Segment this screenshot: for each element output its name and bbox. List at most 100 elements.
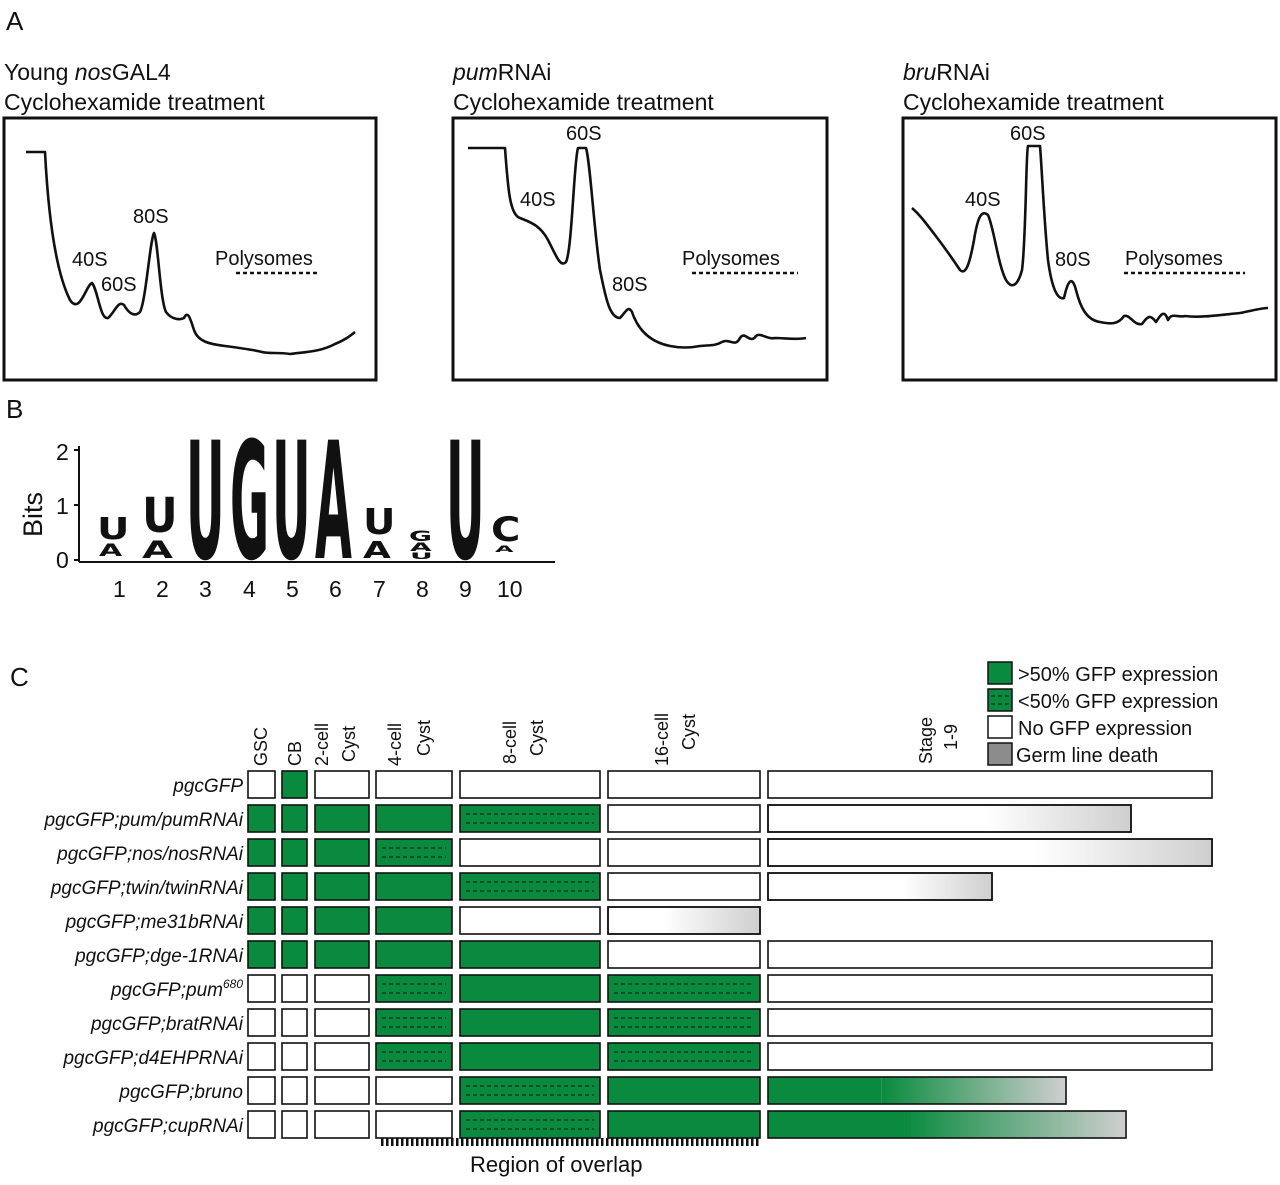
grid-cell: [375, 906, 453, 935]
grid-cell: [459, 872, 601, 901]
logo-ytick-1: 1: [56, 493, 69, 519]
overlap-label: Region of overlap: [470, 1152, 642, 1177]
panel-letter-c: C: [10, 662, 29, 692]
grid-cell: [281, 1110, 308, 1139]
grid-cell: [459, 974, 601, 1003]
panel-letter-b: B: [6, 394, 23, 424]
grid-cell: [281, 838, 308, 867]
row-label: pgcGFP;d4EHPRNAi: [62, 1048, 243, 1069]
profile-1-peak-40s: 40S: [72, 249, 108, 271]
grid-cell: [314, 804, 370, 833]
logo-positions: 1 2 3 4 5 6 7 8 9 10: [113, 576, 523, 602]
grid-cell-outline: [607, 906, 761, 935]
grid-cell: [607, 1110, 761, 1139]
logo-letter-8-U: U: [410, 551, 433, 561]
grid-cell: [314, 906, 370, 935]
logo-pos-2: 2: [156, 576, 169, 602]
legend-label-weak: <50% GFP expression: [1018, 691, 1218, 713]
col-label-4cell-l1: 4-cell: [385, 723, 405, 766]
grid-cell: [607, 872, 761, 901]
logo-letter-7-A: A: [363, 537, 391, 564]
grid-cell: [459, 1042, 601, 1071]
grid-cell: [375, 1076, 453, 1105]
row-label: pgcGFP;me31bRNAi: [65, 912, 244, 933]
col-label-16cell-l2: Cyst: [679, 714, 699, 750]
legend-swatch-strong: [987, 661, 1013, 685]
grid-cell: [375, 1008, 453, 1037]
profile-3: bruRNAi Cyclohexamide treatment 40S 60S …: [901, 59, 1278, 382]
logo-ytick-2: 2: [56, 439, 69, 465]
grid-cell: [281, 906, 308, 935]
logo-letter-6-A: A: [315, 409, 352, 598]
grid-cell: [247, 1076, 276, 1105]
row-label: pgcGFP;bruno: [118, 1082, 243, 1103]
grid-cell: [281, 804, 308, 833]
col-label-8cell-l1: 8-cell: [500, 721, 520, 764]
profile-2: pumRNAi Cyclohexamide treatment 40S 60S …: [451, 59, 829, 382]
profile-1-title-line1: Young nosGAL4: [4, 59, 171, 85]
legend-label-none: No GFP expression: [1018, 718, 1192, 740]
grid-cell: [459, 770, 601, 799]
grid-cell-outline: [767, 838, 1213, 867]
grid-cell: [459, 1076, 601, 1105]
profile-3-title-line1: bruRNAi: [903, 59, 990, 85]
row-label: pgcGFP;twin/twinRNAi: [50, 878, 244, 899]
logo-letter-10-U: C: [491, 510, 520, 549]
logo-letter-1-U: U: [97, 512, 129, 547]
row-label: pgcGFP;pum680: [110, 977, 243, 1001]
grid-cell: [459, 804, 601, 833]
grid-cell: [375, 770, 453, 799]
grid-cell: [607, 1076, 761, 1105]
death-fade: [663, 908, 759, 933]
profile-3-peak-40s: 40S: [965, 189, 1001, 211]
row-label: pgcGFP;dge-1RNAi: [74, 946, 244, 967]
logo-pos-8: 8: [416, 576, 429, 602]
logo-ylabel: Bits: [18, 492, 48, 537]
green-segment: [768, 1077, 882, 1104]
grid-cell: [281, 770, 308, 799]
profile-3-trace: [911, 144, 1269, 326]
logo-pos-3: 3: [199, 576, 212, 602]
logo-letter-9-U: U: [446, 409, 485, 598]
expression-grid: pgcGFPpgcGFP;pum/pumRNAipgcGFP;nos/nosRN…: [43, 770, 1213, 1139]
profile-2-peak-80s: 80S: [612, 274, 648, 296]
grid-cell: [375, 940, 453, 969]
legend-swatch-none: [987, 715, 1013, 739]
grid-cell: [607, 940, 761, 969]
grid-cell: [459, 906, 601, 935]
grid-cell: [247, 1042, 276, 1071]
grid-cell: [247, 770, 276, 799]
death-fade: [1034, 840, 1211, 865]
row-label: pgcGFP;bratRNAi: [90, 1014, 244, 1035]
grid-cell: [459, 1008, 601, 1037]
col-label-2cell-l2: Cyst: [339, 726, 359, 762]
col-label-4cell-l2: Cyst: [414, 720, 434, 756]
logo-pos-1: 1: [113, 576, 126, 602]
grid-cell: [247, 804, 276, 833]
profile-2-polysomes: Polysomes: [682, 248, 780, 270]
profile-1-title-line2: Cyclohexamide treatment: [4, 89, 265, 115]
logo-pos-10: 10: [497, 576, 523, 602]
legend: >50% GFP expression <50% GFP expression …: [987, 661, 1218, 767]
death-fade: [902, 874, 991, 899]
logo-letter-8-A: A: [410, 541, 432, 554]
grid-cell: [375, 838, 453, 867]
grid-cell: [314, 872, 370, 901]
logo-letter-10-C: A: [495, 545, 514, 555]
profile-2-peak-40s: 40S: [520, 189, 556, 211]
grid-cell: [607, 838, 761, 867]
grid-cell: [375, 804, 453, 833]
grid-cell: [375, 1042, 453, 1071]
logo-letter-2-U: U: [142, 487, 178, 544]
grid-cell: [314, 940, 370, 969]
profile-1-polysomes: Polysomes: [215, 248, 313, 270]
grid-cell: [247, 1110, 276, 1139]
grid-cell: [375, 872, 453, 901]
grid-cell: [247, 906, 276, 935]
logo-letter-1-A: A: [99, 541, 123, 560]
green-fade: [881, 1077, 1066, 1104]
row-label: pgcGFP: [172, 776, 243, 797]
grid-cell-outline: [767, 872, 993, 901]
grid-cell: [281, 974, 308, 1003]
profile-2-trace: [468, 146, 807, 349]
